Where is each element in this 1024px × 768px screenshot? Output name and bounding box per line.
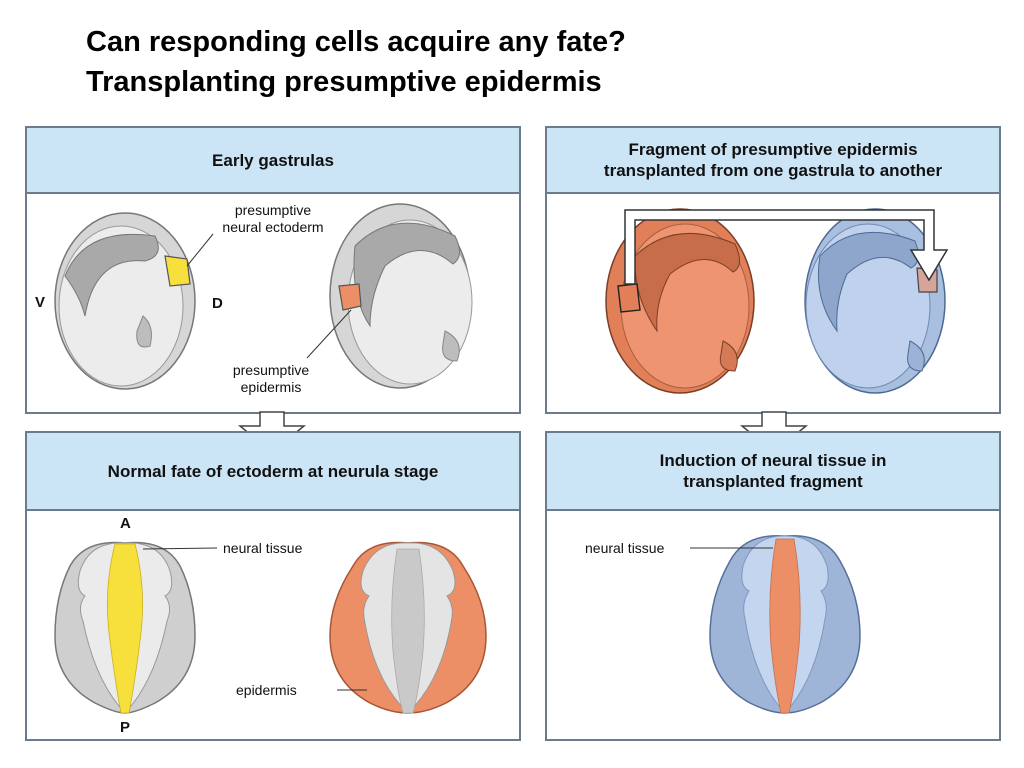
header-text: Early gastrulas [212, 150, 334, 170]
neurula-right [329, 541, 487, 714]
label-epidermis-line-2: epidermis [240, 379, 302, 395]
header-text: Normal fate of ectoderm at neurula stage [107, 461, 439, 481]
neurula-left [54, 541, 218, 714]
panel-header-transplant: Fragment of presumptive epidermis transp… [547, 128, 999, 194]
label-neural-tissue-right: neural tissue [585, 540, 665, 556]
panel-header-early-gastrulas: Early gastrulas [27, 128, 519, 194]
early-gastrula-diagrams [54, 203, 473, 390]
label-presumptive-neural-ectoderm: presumptive neural ectoderm [208, 202, 338, 236]
presumptive-epidermis-patch [338, 283, 362, 311]
induced-neural-tissue-orange [769, 538, 801, 714]
label-epidermis-line-1: presumptive [232, 362, 310, 378]
host-gastrula [804, 208, 946, 394]
excised-fragment [617, 283, 641, 313]
induced-neurula-diagram [690, 534, 861, 714]
header-line-2: transplanted from one gastrula to anothe… [603, 161, 943, 180]
presumptive-neural-ectoderm-patch [164, 255, 191, 287]
gastrula-right [306, 203, 473, 389]
label-neural-line-2: neural ectoderm [222, 219, 324, 235]
panel-header-induction: Induction of neural tissue in transplant… [547, 433, 999, 511]
label-neural-line-1: presumptive [234, 202, 312, 218]
gastrula-left [54, 212, 214, 390]
panel-header-normal-fate: Normal fate of ectoderm at neurula stage [27, 433, 519, 511]
title-line-2: Transplanting presumptive epidermis [86, 66, 602, 98]
label-epidermis: epidermis [236, 682, 297, 698]
header-line-2: transplanted fragment [683, 472, 863, 491]
transfer-arrow [624, 209, 949, 285]
header-line-1: Fragment of presumptive epidermis [628, 140, 918, 159]
label-dorsal: D [212, 295, 223, 312]
label-posterior: P [120, 719, 131, 736]
transplant-diagrams [605, 208, 949, 394]
label-presumptive-epidermis: presumptive epidermis [206, 362, 336, 396]
label-neural-tissue-left: neural tissue [223, 540, 303, 556]
neurula-diagrams [54, 541, 487, 714]
label-anterior: A [120, 515, 131, 532]
title-line-1: Can responding cells acquire any fate? [86, 26, 626, 58]
slide-title: Can responding cells acquire any fate? T… [86, 22, 986, 102]
header-line-1: Induction of neural tissue in [659, 451, 887, 470]
label-ventral: V [35, 294, 46, 311]
neural-tissue-yellow [107, 543, 143, 714]
neurula-host-blue [690, 534, 861, 714]
donor-gastrula [605, 208, 755, 394]
